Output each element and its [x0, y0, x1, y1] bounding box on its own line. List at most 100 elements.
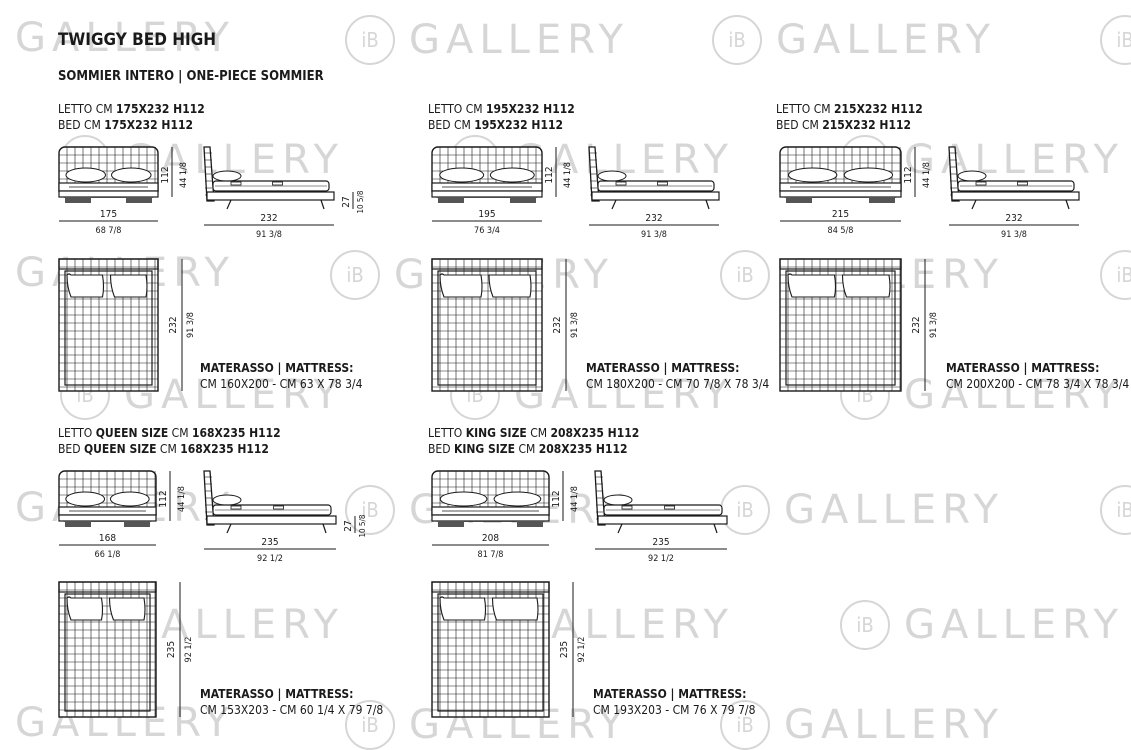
- pillow: [65, 167, 107, 183]
- plan-length-inch-label: 91 3/8: [570, 312, 580, 338]
- plan-headboard: [431, 581, 550, 593]
- side-handle-left: [230, 181, 242, 186]
- side-length-label: 232: [260, 213, 277, 224]
- plan-pillow-left: [439, 273, 483, 298]
- leg-left: [65, 521, 91, 527]
- letto-unit: CM: [171, 426, 189, 440]
- plan-pillow-right: [491, 597, 539, 621]
- mattress-spec-215: MATERASSO | MATTRESS: CM 200X200 - CM 78…: [946, 360, 1129, 392]
- bed-line: BED CM 195X232 H112: [428, 117, 575, 133]
- front-height-inch-label: 44 1/8: [177, 486, 187, 512]
- plan-view: 232 91 3/8: [431, 258, 580, 392]
- watermark-logo: iB: [1100, 485, 1131, 535]
- plan-headboard: [431, 258, 543, 270]
- letto-line: LETTO CM 175X232 H112: [58, 101, 205, 117]
- front-width-inch-label: 81 7/8: [478, 550, 504, 560]
- watermark-logo: iB: [330, 250, 380, 300]
- mattress-label: MATERASSO | MATTRESS:: [200, 687, 354, 701]
- side-leg-back: [705, 199, 710, 210]
- mattress-label: MATERASSO | MATTRESS:: [946, 361, 1100, 375]
- front-width-label: 195: [478, 209, 495, 220]
- side-frame: [206, 515, 337, 525]
- pillow: [110, 167, 152, 183]
- letto-prefix: LETTO: [428, 426, 463, 440]
- mattress-spec-175: MATERASSO | MATTRESS: CM 160X200 - CM 63…: [200, 360, 362, 392]
- side-length-inch-label: 92 1/2: [648, 554, 674, 564]
- side-pillow: [957, 170, 987, 182]
- base-frame: [58, 514, 157, 522]
- bed-header-215: LETTO CM 215X232 H112 BED CM 215X232 H11…: [776, 101, 923, 133]
- base-frame: [431, 514, 550, 522]
- side-leg-front: [611, 199, 617, 210]
- plan-headboard: [779, 258, 902, 270]
- bed-line: BED CM 175X232 H112: [58, 117, 205, 133]
- side-length-label: 235: [652, 537, 669, 548]
- front-width-inch-label: 84 5/8: [828, 226, 854, 236]
- page-subtitle: SOMMIER INTERO | ONE-PIECE SOMMIER: [58, 69, 324, 84]
- plan-length-label: 235: [559, 641, 570, 658]
- letto-size: 215X232 H112: [834, 102, 923, 116]
- pillow: [493, 491, 542, 507]
- plan-pillow-left: [66, 596, 104, 621]
- plan-headboard: [58, 258, 159, 270]
- bed-header-175: LETTO CM 175X232 H112 BED CM 175X232 H11…: [58, 101, 205, 133]
- front-width-label: 215: [832, 209, 849, 220]
- front-height-inch-label: 44 1/8: [179, 162, 189, 188]
- letto-size: 195X232 H112: [486, 102, 575, 116]
- side-length-inch-label: 91 3/8: [256, 230, 282, 240]
- mattress-label: MATERASSO | MATTRESS:: [593, 687, 747, 701]
- watermark-word: GALLERY: [409, 17, 629, 63]
- plan-view-group: 232 91 3/8: [779, 258, 939, 392]
- side-view-group: 232 91 3/8 27 10 5/8: [203, 146, 365, 240]
- plan-pillow-right: [488, 274, 532, 298]
- letto-unit: CM: [530, 426, 548, 440]
- plan-length-inch-label: 92 1/2: [577, 637, 587, 663]
- side-view: 232 91 3/8 27 10 5/8: [203, 146, 365, 240]
- side-length-inch-label: 91 3/8: [641, 230, 667, 240]
- frame-height-inch-label: 10 5/8: [358, 514, 367, 537]
- front-height-label: 112: [160, 166, 171, 183]
- side-leg-front: [226, 199, 232, 210]
- front-height-label: 112: [551, 490, 562, 507]
- plan-mattress: [437, 593, 544, 712]
- letto-line: LETTO QUEEN SIZE CM 168X235 H112: [58, 425, 281, 441]
- side-handle-right: [664, 505, 675, 510]
- plan-length-label: 232: [911, 316, 922, 333]
- plan-length-inch-label: 91 3/8: [929, 312, 939, 338]
- pillow: [439, 491, 488, 507]
- bed-header-king: LETTO KING SIZE CM 208X235 H112 BED KING…: [428, 425, 639, 457]
- side-handle-left: [230, 505, 242, 510]
- side-length-label: 232: [1005, 213, 1022, 224]
- frame-height-inch-label: 10 5/8: [356, 190, 365, 213]
- pillow: [489, 167, 535, 183]
- watermark-word: GALLERY: [784, 487, 1004, 533]
- leg-right: [510, 197, 536, 203]
- side-handle-right: [657, 181, 668, 186]
- letto-line: LETTO CM 215X232 H112: [776, 101, 923, 117]
- base-frame: [431, 190, 543, 198]
- pillow: [787, 167, 838, 183]
- mattress-size: CM 153X203 - CM 60 1/4 X 79 7/8: [200, 703, 384, 717]
- watermark-logo: iB: [712, 15, 762, 65]
- frame-height-label: 27: [341, 196, 352, 207]
- side-leg-front: [226, 523, 232, 534]
- plan-length-label: 232: [552, 316, 563, 333]
- watermark-logo: iB: [345, 15, 395, 65]
- watermark-word: GALLERY: [776, 17, 996, 63]
- side-frame: [206, 191, 335, 201]
- side-pillow: [212, 494, 242, 506]
- mattress-spec-queen: MATERASSO | MATTRESS: CM 153X203 - CM 60…: [200, 686, 383, 718]
